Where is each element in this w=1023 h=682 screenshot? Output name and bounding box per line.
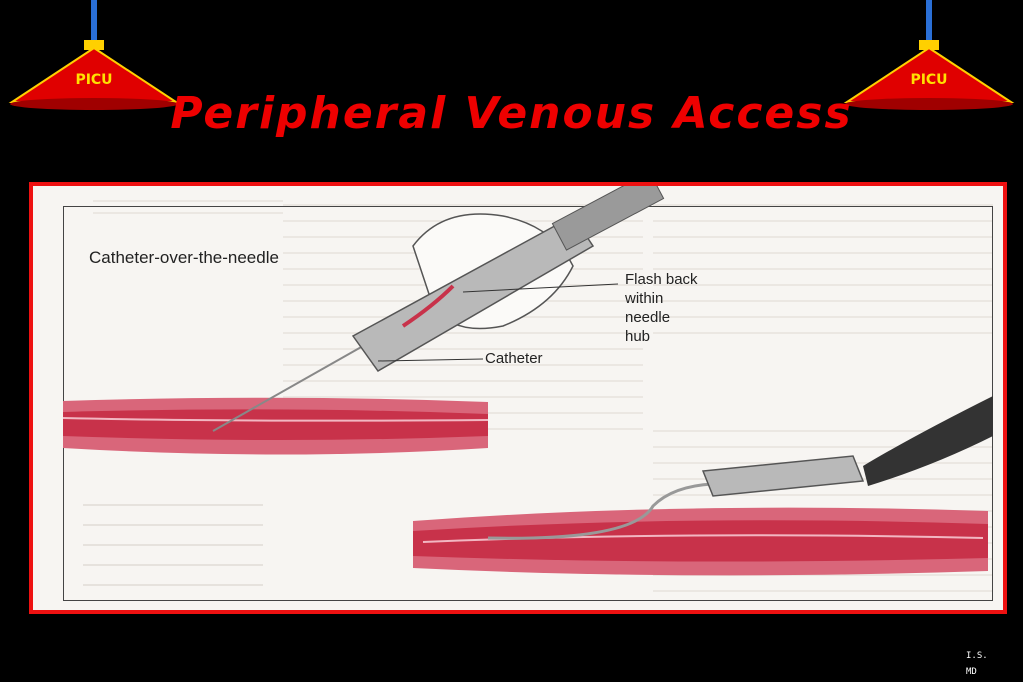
catheter-label: Catheter <box>485 350 543 367</box>
catheter-illustration <box>62 186 993 576</box>
flash-back-line: hub <box>625 328 651 345</box>
figure-caption: Catheter-over-the-needle <box>89 248 279 267</box>
figure-scan: Catheter-over-the-needle Flash back with… <box>33 186 1003 610</box>
slide-title: Peripheral Venous Access <box>170 88 853 139</box>
flash-back-label: Flash back within needle hub <box>625 270 698 346</box>
lamp-left-text: PICU <box>75 72 112 88</box>
lamp-right-icon: PICU <box>839 0 1019 110</box>
credit-line: I.S. <box>966 651 988 661</box>
author-credit: I.S. MD <box>966 648 988 680</box>
flash-back-line: needle <box>625 309 671 326</box>
lamp-left-icon: PICU <box>4 0 184 110</box>
flash-back-line: Flash back <box>625 271 698 288</box>
flash-back-line: within <box>625 290 664 307</box>
credit-line: MD <box>966 667 977 677</box>
lamp-right-text: PICU <box>910 72 947 88</box>
